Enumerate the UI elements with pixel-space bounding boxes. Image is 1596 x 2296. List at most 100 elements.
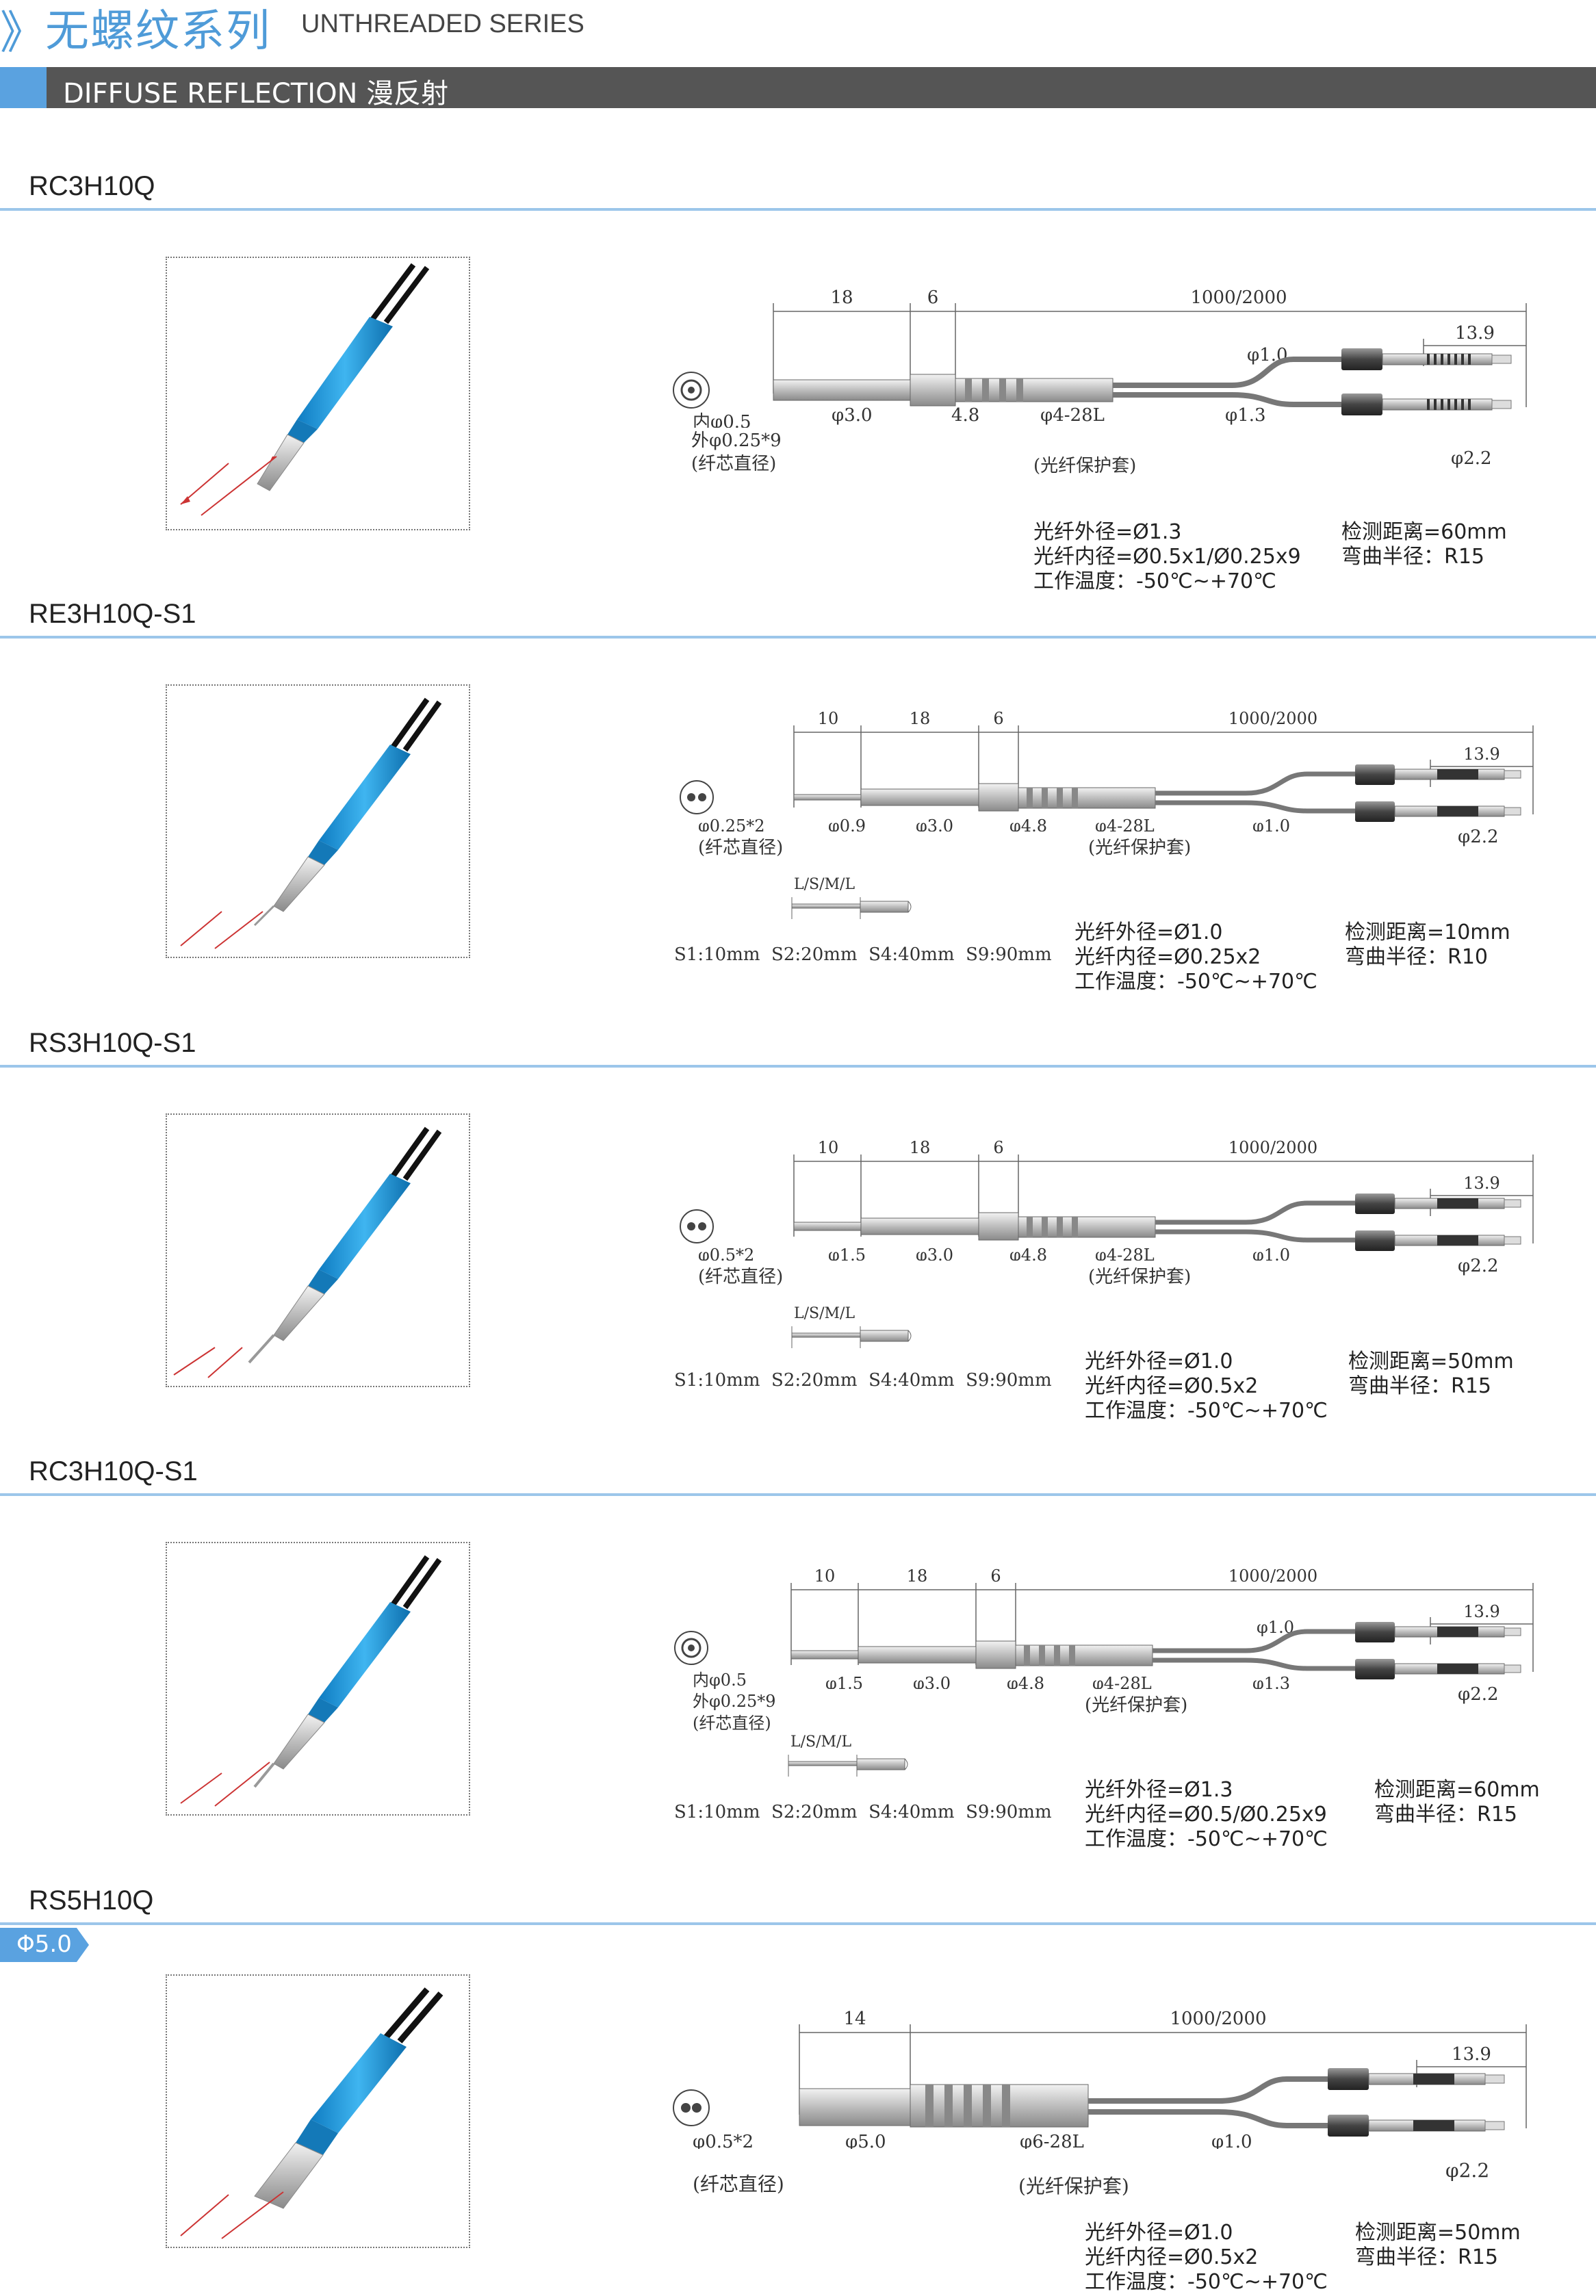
section-rule (0, 1922, 1596, 1925)
dim-a0: 10 (818, 1138, 839, 1157)
spec-bend-radius: 弯曲半径：R15 (1348, 1374, 1492, 1398)
product-section-re3h10q-s1: RE3H10Q-S1 10 18 6 1000/2000 13.9 (0, 599, 1596, 1030)
diameter-badge: Φ5.0 (0, 1928, 89, 1962)
dim-d2: φ4.8 (1009, 816, 1047, 831)
dim-d2: 4.8 (951, 405, 979, 426)
dim-end: 13.9 (1463, 745, 1500, 764)
product-section-rc3h10q: RC3H10Q 18 6 1000/2000 13.9 φ1.0 (0, 171, 1596, 609)
product-section-rc3h10q-s1: RC3H10Q-S1 10 18 6 1000/2000 13.9 φ1.0 (0, 1456, 1596, 1887)
sleeve-label: (光纤保护套) (1088, 1267, 1192, 1287)
dim-d5: φ2.2 (1451, 448, 1492, 469)
spec-temperature: 工作温度：-50℃~+70℃ (1085, 1827, 1328, 1851)
category-banner: DIFFUSE REFLECTION 漫反射 (0, 67, 1596, 109)
spec-block-left: 光纤外径=Ø1.0 光纤内径=Ø0.5x2 工作温度：-50℃~+70℃ (1085, 2221, 1328, 2295)
fiber-label: φ0.25*2 (698, 816, 765, 831)
spec-block-right: 检测距离=10mm 弯曲半径：R10 (1345, 920, 1510, 970)
spec-block-right: 检测距离=50mm 弯曲半径：R15 (1355, 2221, 1521, 2270)
dim-d4: φ1.0 (1252, 816, 1290, 831)
dim-d5: φ2.2 (1458, 1684, 1499, 1705)
dim-a: 18 (907, 1566, 928, 1586)
badge-shape (0, 1928, 89, 1962)
product-title: RE3H10Q-S1 (29, 599, 196, 629)
spec-distance: 检测距离=10mm (1345, 920, 1510, 944)
dim-d5: φ2.2 (1458, 827, 1499, 847)
product-title: RC3H10Q (29, 171, 155, 201)
fiber-label-3: (纤芯直径) (693, 1714, 771, 1733)
sleeve-label: (光纤保护套) (1085, 1695, 1188, 1716)
dim-d4: φ1.0 (1252, 1246, 1290, 1261)
lsml-label: L/S/M/L (790, 1733, 852, 1751)
dim-end: 13.9 (1463, 1602, 1500, 1621)
fiber-label: φ0.5*2 (693, 2132, 754, 2149)
product-title: RC3H10Q-S1 (29, 1456, 198, 1486)
dimension-drawing: 10 18 6 1000/2000 13.9 φ0.5*2 φ1.5 φ3.0 … (680, 1138, 1534, 1261)
spec-distance: 检测距离=60mm (1374, 1778, 1540, 1802)
dim-end: 13.9 (1463, 1174, 1500, 1193)
dim-length: 1000/2000 (1228, 709, 1317, 728)
spec-temperature: 工作温度：-50℃~+70℃ (1085, 2270, 1328, 2294)
length-option-diagram (791, 1326, 912, 1348)
product-photo (166, 1542, 470, 1816)
series-title-en: UNTHREADED SERIES (301, 10, 584, 38)
dim-d4: φ1.3 (1252, 1674, 1290, 1689)
spec-inner-diameter: 光纤内径=Ø0.25x2 (1074, 945, 1261, 969)
length-options: S1:10mm S2:20mm S4:40mm S9:90mm (674, 1370, 1052, 1391)
dim-d3: φ4-28L (1092, 1674, 1152, 1689)
dim-d4: φ1.0 (1211, 2132, 1252, 2149)
dim-length: 1000/2000 (1190, 287, 1287, 308)
spec-block-right: 检测距离=60mm 弯曲半径：R15 (1341, 520, 1507, 569)
dim-d3: φ4-28L (1095, 1246, 1155, 1261)
length-options: S1:10mm S2:20mm S4:40mm S9:90mm (674, 1802, 1052, 1822)
spec-block-right: 检测距离=60mm 弯曲半径：R15 (1374, 1778, 1540, 1827)
spec-temperature: 工作温度：-50℃~+70℃ (1033, 569, 1276, 593)
badge-label: Φ5.0 (16, 1931, 72, 1958)
fiber-label: 内φ0.5 (693, 1671, 747, 1689)
dim-a: 14 (843, 2009, 866, 2029)
series-title-cn: 无螺纹系列 (45, 6, 271, 57)
spec-bend-radius: 弯曲半径：R15 (1374, 1803, 1518, 1827)
spec-block-left: 光纤外径=Ø1.3 光纤内径=Ø0.5/Ø0.25x9 工作温度：-50℃~+7… (1085, 1778, 1328, 1852)
spec-block-left: 光纤外径=Ø1.0 光纤内径=Ø0.5x2 工作温度：-50℃~+70℃ (1085, 1350, 1328, 1423)
probe-photo-illustration (180, 1987, 443, 2239)
dim-b: 6 (927, 287, 939, 308)
probe-photo-illustration (173, 1126, 442, 1378)
product-photo (166, 684, 470, 958)
section-rule (0, 1493, 1596, 1496)
spec-bend-radius: 弯曲半径：R10 (1345, 945, 1489, 969)
spec-outer-diameter: 光纤外径=Ø1.0 (1085, 2221, 1233, 2245)
dim-length: 1000/2000 (1228, 1138, 1317, 1157)
dimension-drawing: 18 6 1000/2000 13.9 φ1.0 内φ0.5 φ3.0 4.8 … (673, 287, 1527, 428)
banner-text: DIFFUSE REFLECTION 漫反射 (63, 78, 449, 109)
probe-photo-illustration (180, 697, 442, 949)
dim-d1: φ5.0 (845, 2132, 886, 2149)
dim-b: 6 (993, 1138, 1003, 1157)
dimension-drawing: 10 18 6 1000/2000 13.9 φ1.0 内φ0.5 φ1.5 φ… (674, 1566, 1534, 1689)
lsml-label: L/S/M/L (794, 1305, 855, 1322)
spec-inner-diameter: 光纤内径=Ø0.5x2 (1085, 2245, 1259, 2269)
spec-bend-radius: 弯曲半径：R15 (1341, 545, 1485, 569)
dim-d5: φ2.2 (1458, 1256, 1499, 1276)
spec-temperature: 工作温度：-50℃~+70℃ (1074, 970, 1317, 994)
dim-a0: 10 (818, 709, 839, 728)
section-rule (0, 636, 1596, 639)
spec-inner-diameter: 光纤内径=Ø0.5/Ø0.25x9 (1085, 1803, 1327, 1827)
dimension-drawing: 10 18 6 1000/2000 13.9 φ0.25*2 φ0.9 φ3.0… (680, 709, 1534, 831)
fiber-label: 内φ0.5 (693, 412, 751, 428)
dim-end: 13.9 (1455, 323, 1495, 344)
dim-b: 6 (993, 709, 1003, 728)
spec-distance: 检测距离=60mm (1341, 520, 1507, 544)
section-rule (0, 208, 1596, 211)
lsml-label: L/S/M/L (794, 876, 855, 893)
spec-block-left: 光纤外径=Ø1.0 光纤内径=Ø0.25x2 工作温度：-50℃~+70℃ (1074, 920, 1317, 994)
dim-length: 1000/2000 (1228, 1566, 1317, 1586)
product-photo (166, 1113, 470, 1387)
length-option-diagram (791, 897, 912, 919)
sleeve-label: (光纤保护套) (1088, 838, 1192, 858)
spec-inner-diameter: 光纤内径=Ø0.5x2 (1085, 1374, 1259, 1398)
dim-a: 18 (910, 1138, 931, 1157)
dim-d2: φ4.8 (1009, 1246, 1047, 1261)
fiber-label-3: (纤芯直径) (691, 454, 777, 474)
dimension-drawing: 14 1000/2000 13.9 φ0.5*2 φ5.0 φ6-28L φ1.… (673, 2009, 1527, 2149)
fiber-label: φ0.5*2 (698, 1246, 754, 1261)
section-rule (0, 1065, 1596, 1068)
